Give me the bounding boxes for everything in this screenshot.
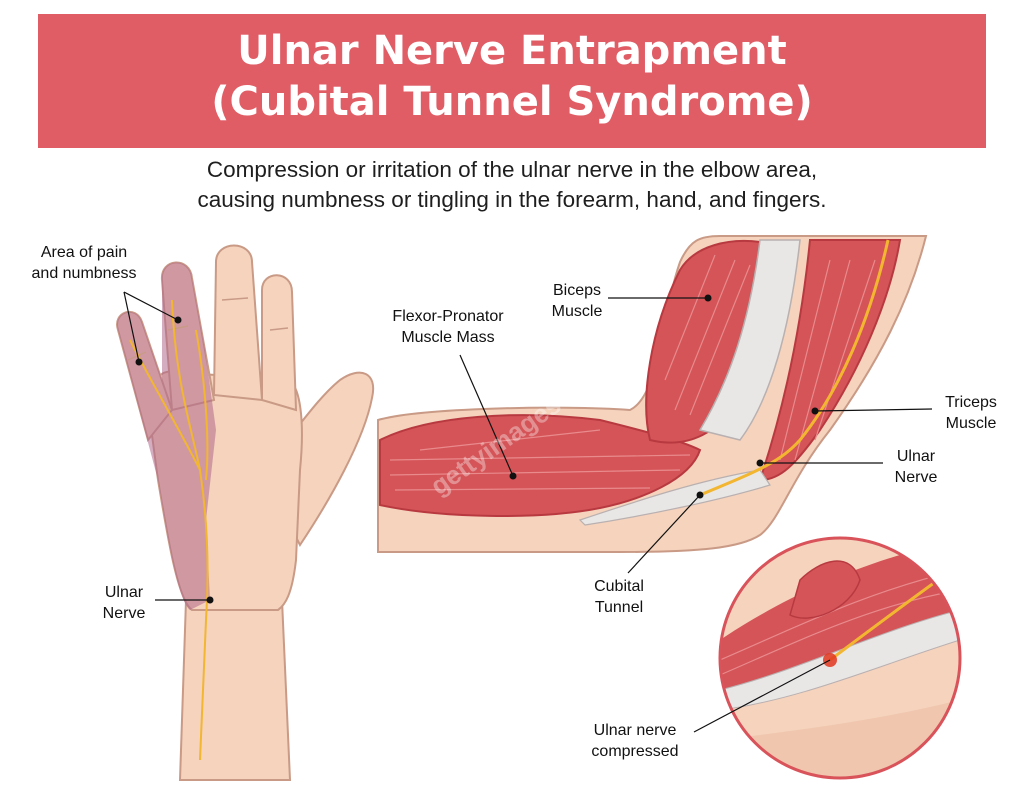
- humerus-bone: [698, 239, 801, 441]
- subtitle: Compression or irritation of the ulnar n…: [60, 155, 964, 215]
- leader-lines: [123, 291, 933, 733]
- subtitle-line2: causing numbness or tingling in the fore…: [197, 187, 827, 212]
- ulnar-nerve-elbow: [699, 239, 890, 497]
- middle-finger: [212, 244, 264, 402]
- title-banner: [38, 14, 986, 148]
- triceps-muscle: [758, 239, 902, 482]
- zoom-inset: [718, 536, 962, 780]
- elbow-illustration: [377, 235, 928, 553]
- hand-illustration: [116, 244, 375, 781]
- index-finger: [261, 274, 298, 412]
- page-title-line1: Ulnar Nerve Entrapment: [237, 28, 787, 74]
- elbow-tendons: [578, 469, 771, 526]
- pain-area: [117, 262, 216, 610]
- subtitle-line1: Compression or irritation of the ulnar n…: [206, 157, 818, 182]
- leader-dots: [135, 294, 819, 604]
- zoom-circle-border: [718, 536, 962, 780]
- flexor-pronator-muscle: [379, 414, 702, 517]
- page-title-line2: (Cubital Tunnel Syndrome): [211, 79, 813, 125]
- wrist-forearm: [178, 599, 292, 781]
